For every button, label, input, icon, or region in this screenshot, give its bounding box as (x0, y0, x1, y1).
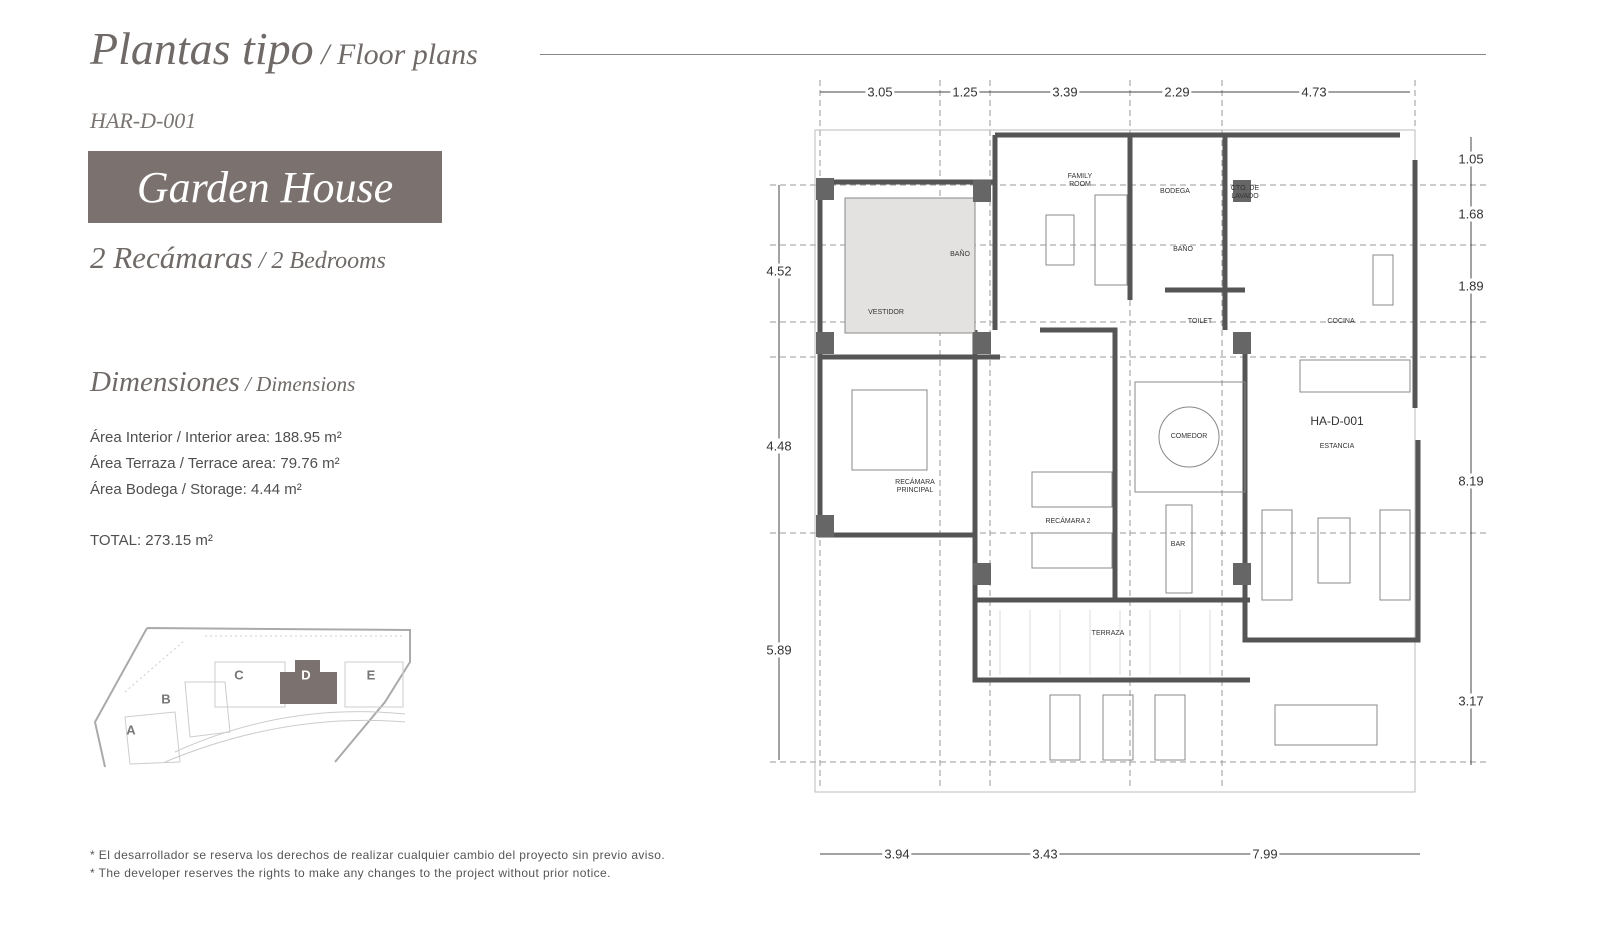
area-terrace: Área Terraza / Terrace area: 79.76 m² (90, 455, 340, 472)
room-estancia: ESTANCIA (1319, 443, 1355, 450)
site-building-e: E (366, 667, 376, 683)
dim-top-1: 3.05 (865, 84, 895, 100)
room-comedor: COMEDOR (1170, 433, 1208, 440)
dim-right-4: 8.19 (1456, 473, 1486, 489)
room-cocina: COCINA (1327, 318, 1355, 325)
unit-code: HAR-D-001 (90, 108, 197, 133)
room-bano-2: BAÑO (1173, 246, 1193, 253)
bedrooms-heading: 2 Recámaras / 2 Bedrooms (90, 240, 386, 275)
unit-name-banner: Garden House (88, 151, 442, 223)
dim-bottom-1: 3.94 (882, 846, 912, 862)
dim-left-3: 5.89 (764, 642, 794, 658)
bedrooms-es: 2 Recámaras (90, 240, 253, 275)
title-en: Floor plans (336, 38, 478, 71)
dim-right-5: 3.17 (1456, 693, 1486, 709)
room-family-room: FAMILY ROOM (1067, 173, 1093, 188)
title-separator: / (313, 38, 337, 71)
site-building-b: B (161, 691, 171, 707)
room-vestidor: VESTIDOR (868, 309, 904, 316)
area-total: TOTAL: 273.15 m² (90, 532, 213, 549)
room-terraza: TERRAZA (1091, 630, 1125, 637)
page-title: Plantas tipo / Floor plans (90, 22, 478, 75)
dim-top-2: 1.25 (950, 84, 980, 100)
dimensions-title-es: Dimensiones (90, 366, 240, 398)
site-plan (93, 627, 411, 768)
title-es: Plantas tipo (90, 23, 314, 74)
dim-left-2: 4.48 (764, 438, 794, 454)
room-recamara-2: RECÁMARA 2 (1045, 518, 1091, 525)
room-bar: BAR (1170, 541, 1186, 548)
title-divider (540, 54, 1486, 55)
dimensions-title-en: Dimensions (256, 372, 356, 396)
room-lavado: CTO. DE LAVADO (1230, 185, 1260, 200)
dim-right-3: 1.89 (1456, 278, 1486, 294)
room-toilet: TOILET (1187, 318, 1213, 325)
dimensions-heading: Dimensiones / Dimensions (90, 366, 356, 398)
unit-label: HA-D-001 (1310, 414, 1364, 428)
dim-top-3: 3.39 (1050, 84, 1080, 100)
site-building-c: C (234, 667, 244, 683)
area-storage: Área Bodega / Storage: 4.44 m² (90, 481, 302, 498)
dim-top-5: 4.73 (1299, 84, 1329, 100)
bedrooms-en: 2 Bedrooms (271, 248, 386, 274)
site-building-d: D (301, 667, 311, 683)
room-recamara-principal: RECÁMARA PRINCIPAL (895, 479, 935, 494)
room-bano-1: BAÑO (950, 251, 970, 258)
area-interior: Área Interior / Interior area: 188.95 m² (90, 429, 342, 446)
site-building-a: A (126, 722, 136, 738)
disclaimer-es: * El desarrollador se reserva los derech… (90, 848, 666, 862)
dim-right-1: 1.05 (1456, 151, 1486, 167)
room-bodega: BODEGA (1160, 188, 1190, 195)
dim-left-1: 4.52 (764, 263, 794, 279)
dim-bottom-3: 7.99 (1250, 846, 1280, 862)
unit-name: Garden House (136, 162, 394, 212)
dim-top-4: 2.29 (1162, 84, 1192, 100)
dim-right-2: 1.68 (1456, 206, 1486, 222)
dim-bottom-2: 3.43 (1030, 846, 1060, 862)
disclaimer-en: * The developer reserves the rights to m… (90, 866, 611, 880)
building-d-highlight (280, 660, 337, 704)
